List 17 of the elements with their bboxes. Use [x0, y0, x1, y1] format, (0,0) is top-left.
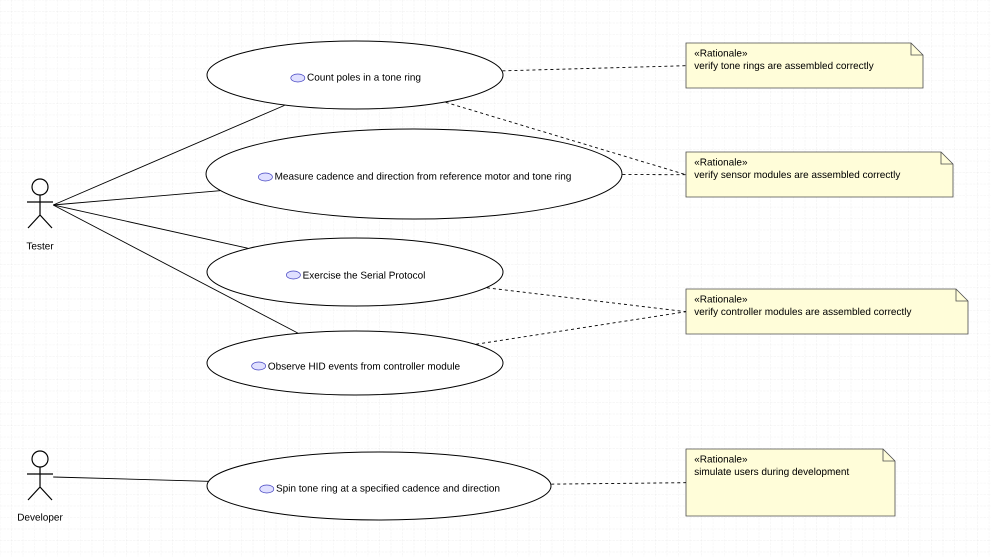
note-link — [502, 65, 686, 72]
note: «Rationale» verify sensor modules are assembled correctly — [686, 152, 954, 198]
note-link — [550, 482, 686, 485]
note-link — [476, 311, 686, 345]
actor-name: Developer — [18, 513, 63, 523]
association-line — [52, 476, 209, 482]
association-line — [52, 204, 298, 334]
association-line — [52, 204, 248, 249]
note: «Rationale» verify controller modules are assembled correctly — [686, 288, 968, 334]
actor-name: Tester — [26, 242, 54, 250]
note-link — [486, 287, 686, 312]
note: «Rationale» simulate users during development — [686, 448, 896, 516]
note-link — [622, 174, 686, 176]
note-link — [445, 102, 686, 176]
note: «Rationale» verify tone rings are assembled correctly — [686, 42, 924, 88]
association-line — [52, 190, 220, 206]
association-line — [52, 104, 285, 206]
